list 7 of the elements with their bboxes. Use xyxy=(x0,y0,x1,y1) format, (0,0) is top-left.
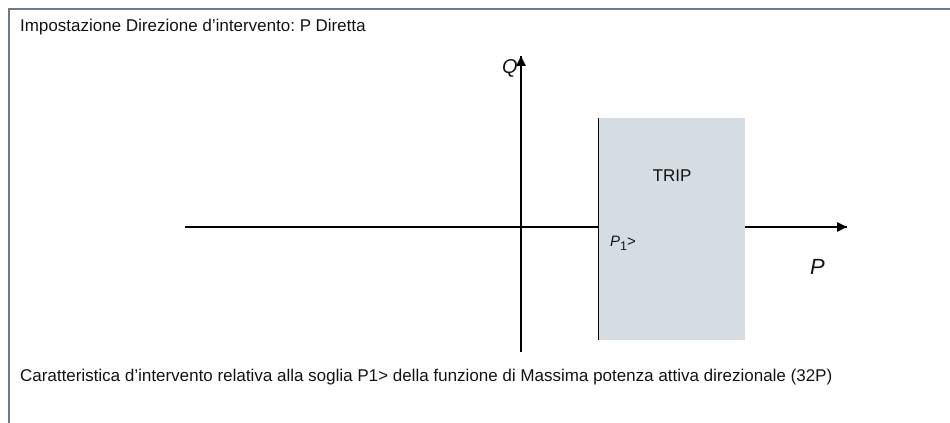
axis-label: Q xyxy=(502,56,518,79)
axis-label: P xyxy=(810,254,825,280)
trip-region xyxy=(598,118,745,340)
region-label: TRIP xyxy=(652,166,692,186)
title: Impostazione Direzione d’intervento: P Diretta xyxy=(20,16,366,36)
caption: Caratteristica d’intervento relativa alla soglia P1> della funzione di Massima potenza attiva direzionale (32P) xyxy=(20,365,834,386)
threshold-label: P$_{1}$> xyxy=(610,233,636,253)
